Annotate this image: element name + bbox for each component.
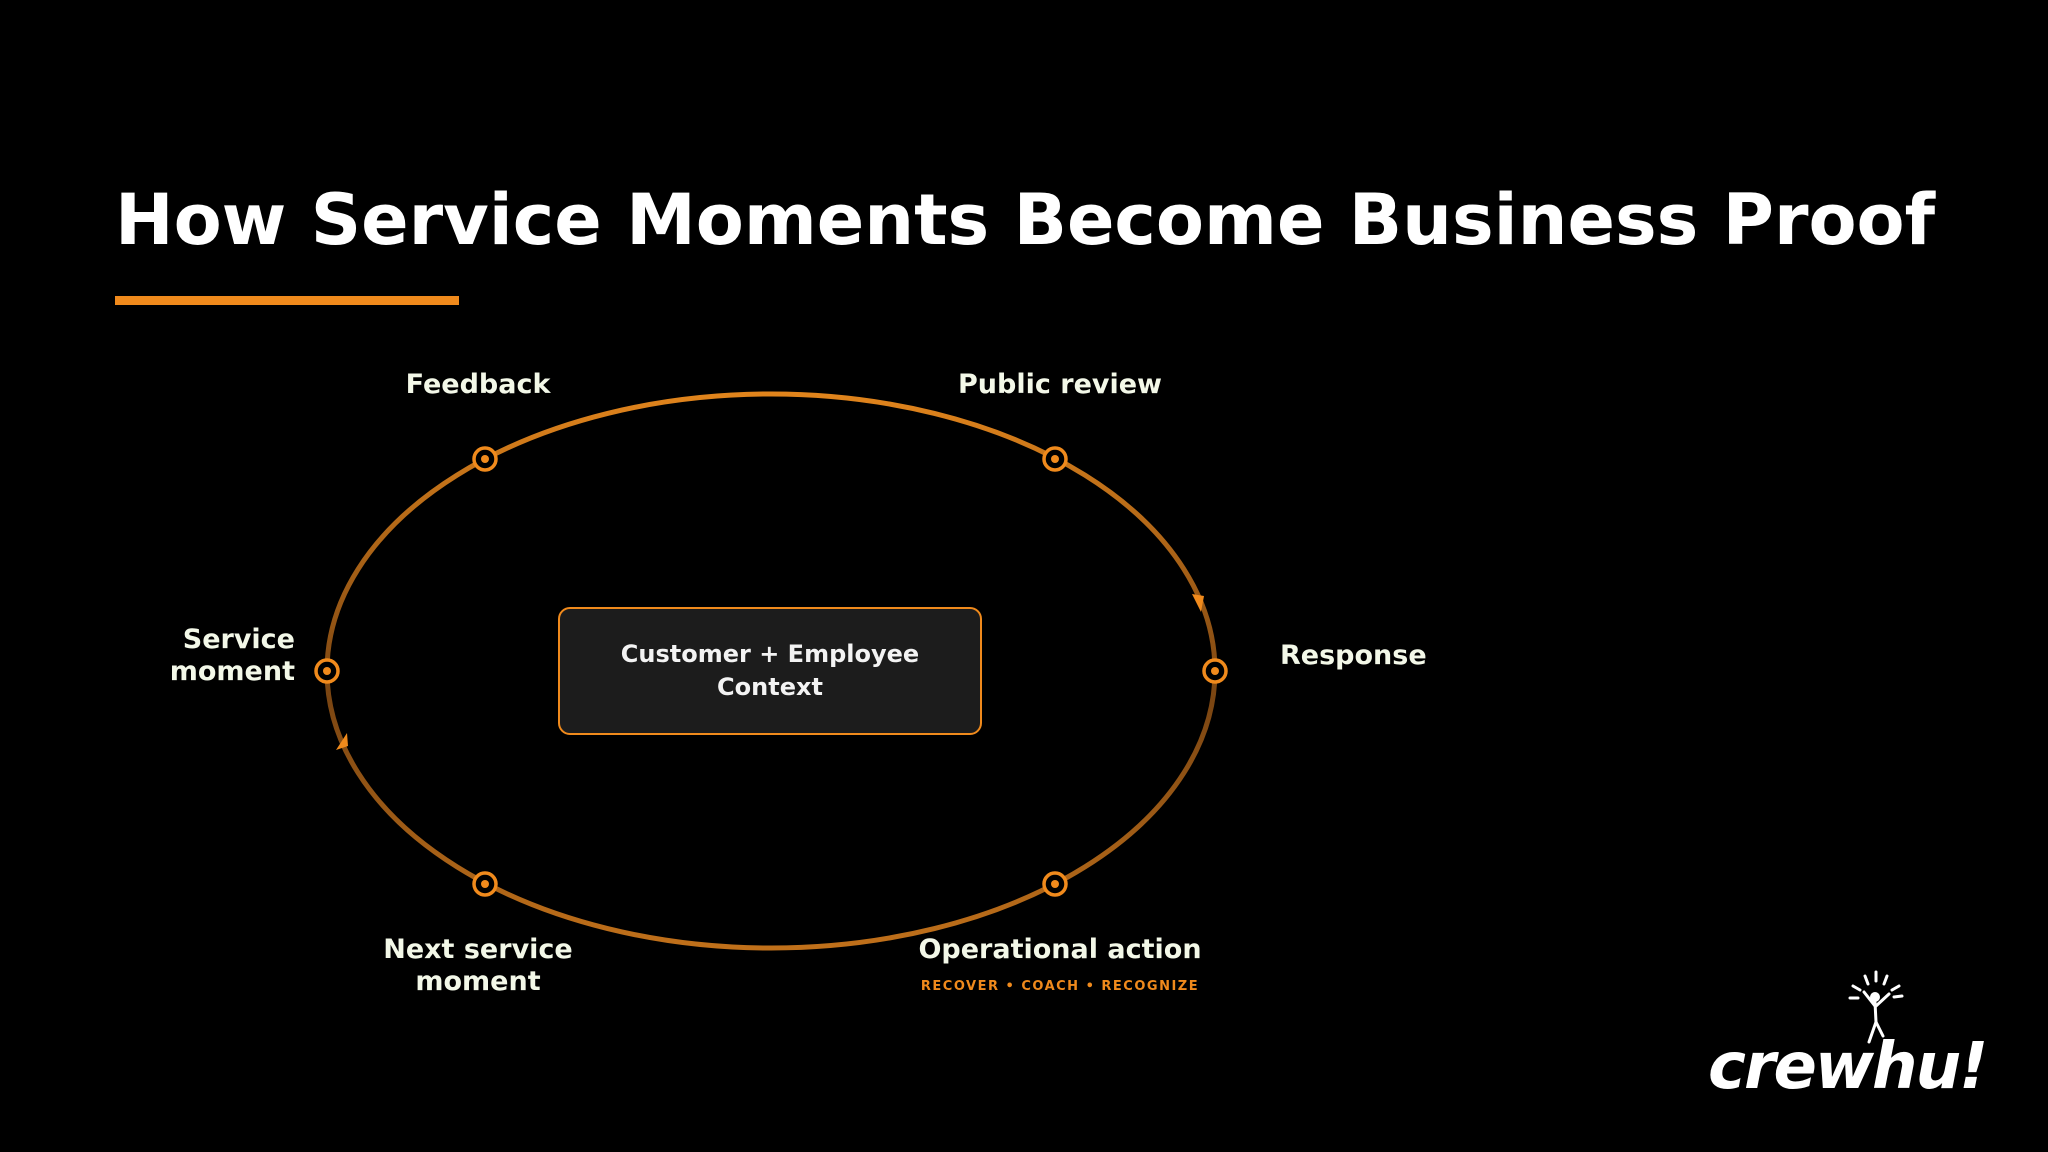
page-title: How Service Moments Become Business Proo… <box>115 179 1936 261</box>
node-service-moment <box>314 658 340 684</box>
node-feedback <box>472 446 498 472</box>
label-response: Response <box>1280 640 1427 671</box>
center-context-box: Customer + Employee Context <box>558 607 982 735</box>
node-operational-action <box>1042 871 1068 897</box>
crewhu-logo: crewhu! <box>1700 970 2000 1104</box>
label-public-review: Public review <box>958 369 1162 400</box>
arrow-right-icon <box>1192 594 1204 612</box>
person-cheering-icon <box>1848 970 1904 1044</box>
label-feedback: Feedback <box>405 369 551 400</box>
label-service-moment: Service moment <box>169 624 295 687</box>
node-next-service-moment <box>472 871 498 897</box>
center-context-label: Customer + Employee Context <box>620 640 920 701</box>
label-operational-action: Operational action <box>918 934 1202 965</box>
label-operational-action-sub: RECOVER • COACH • RECOGNIZE <box>920 979 1200 994</box>
title-underline <box>115 296 459 305</box>
logo-wordmark: crewhu! <box>1708 1030 1988 1104</box>
node-public-review <box>1042 446 1068 472</box>
arrow-left-icon <box>336 733 348 750</box>
label-next-service-moment: Next service moment <box>383 934 573 997</box>
node-response <box>1202 658 1228 684</box>
